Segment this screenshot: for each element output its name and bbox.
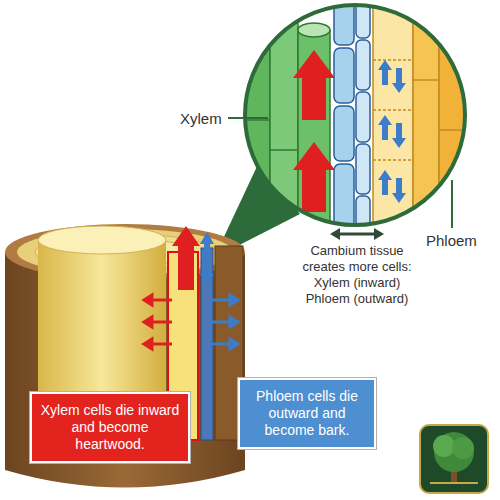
caption-box: Phloem cells die outward and become bark… [238, 378, 376, 449]
tree-stump [5, 224, 245, 488]
caption-box: Xylem cells die inward and become heartw… [30, 392, 190, 463]
magnified-detail [240, 0, 475, 240]
caption-text: Phloem cells die outward and become bark… [248, 388, 366, 439]
lens-outline [245, 5, 465, 225]
leader-line [228, 117, 268, 119]
part-label: Phloem [426, 231, 477, 250]
leader-line [451, 180, 453, 228]
caption-text: Xylem cells die inward and become heartw… [40, 402, 180, 453]
part-label: Cambium tissue creates more cells: Xylem… [293, 243, 421, 307]
cambium-arrow [330, 228, 384, 240]
logo-icon [420, 425, 488, 493]
part-label: Xylem [180, 109, 222, 128]
